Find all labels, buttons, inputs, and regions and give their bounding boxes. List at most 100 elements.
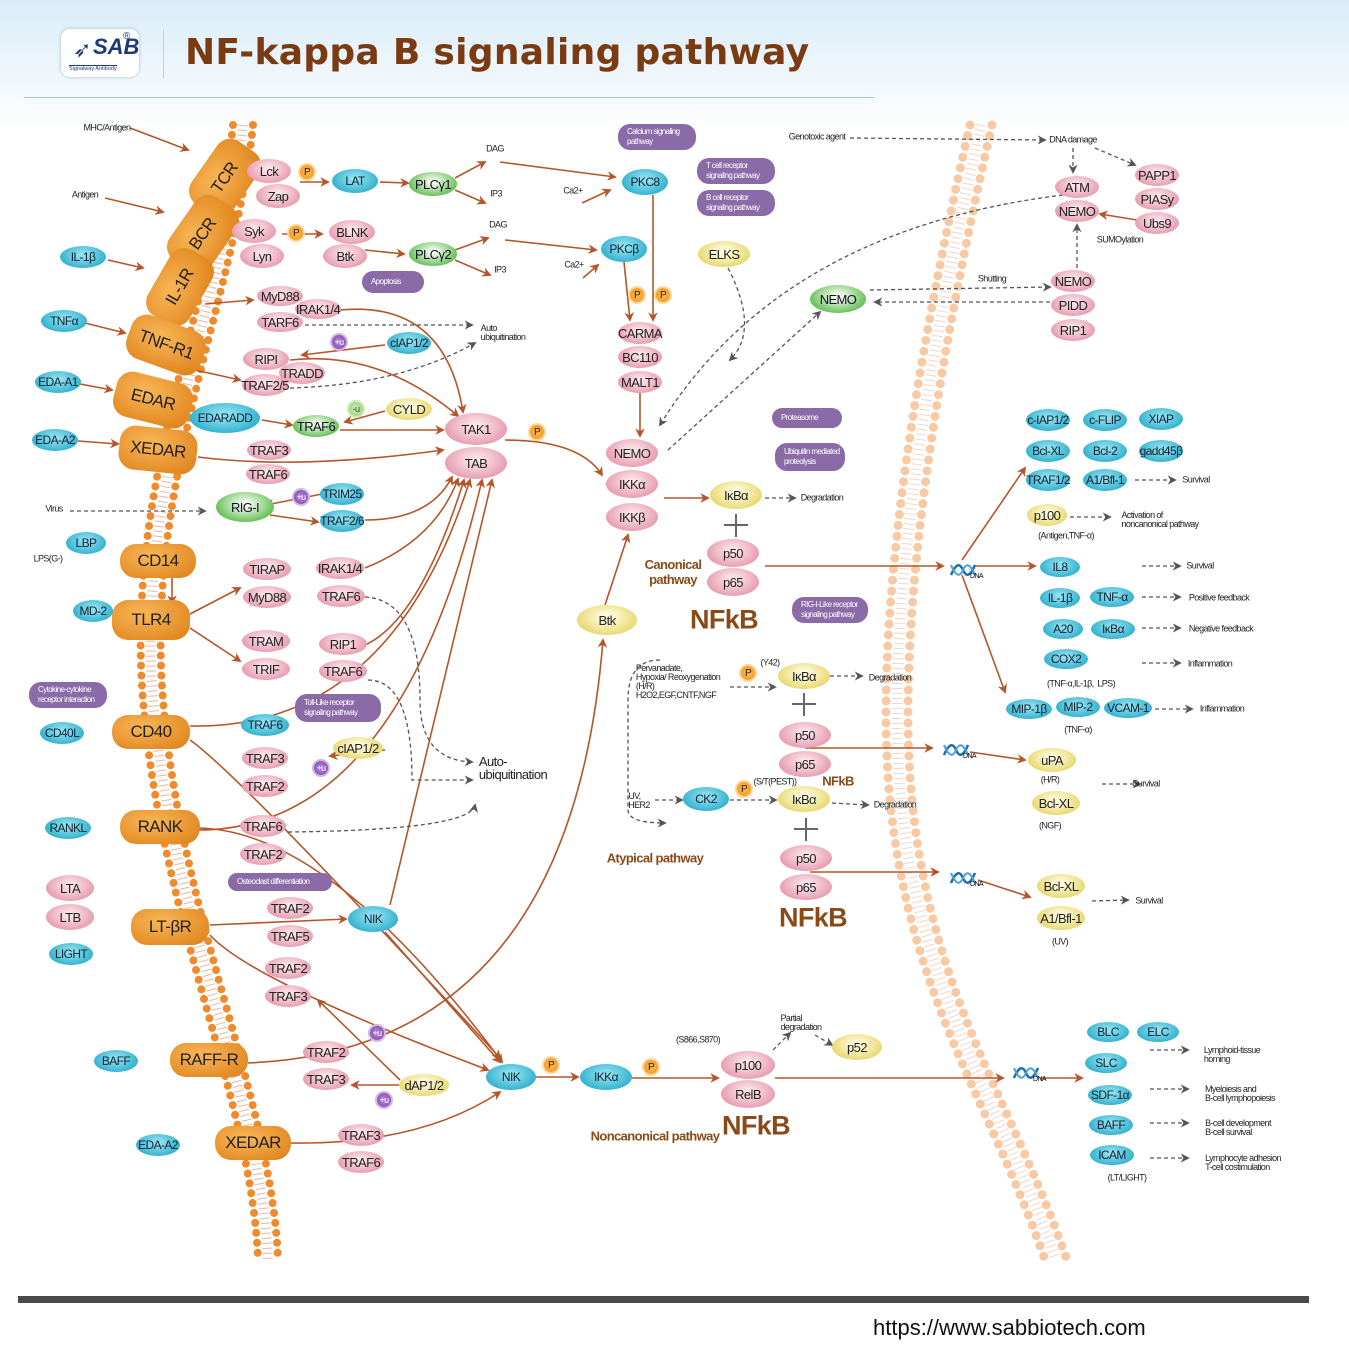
pathway-link-osteoclast[interactable]: Osteoclast differentiation bbox=[228, 873, 332, 891]
ubiquitination-icon: +u bbox=[377, 1093, 391, 1107]
receptor-cd14: CD14 bbox=[120, 544, 196, 578]
label-infl1: Inflammation bbox=[1187, 658, 1233, 669]
protein-traf3d: TRAF3 bbox=[303, 1068, 349, 1090]
label-bcelldev: B-cell development B-cell survival bbox=[1205, 1118, 1271, 1137]
protein-p50c: p50 bbox=[780, 845, 832, 871]
pathway-link-proteasome[interactable]: Proteasome bbox=[772, 408, 842, 428]
activation-arrow bbox=[343, 410, 386, 425]
indirect-arrow bbox=[727, 267, 746, 362]
protein-traf6d: TRAF6 bbox=[319, 660, 367, 682]
phosphorylation-icon: P bbox=[644, 1060, 658, 1074]
protein-cyld: CYLD bbox=[386, 398, 432, 420]
label-stpest: (S/T(PEST)) bbox=[753, 776, 798, 787]
activation-arrow bbox=[104, 197, 165, 215]
activation-arrow bbox=[129, 127, 190, 152]
pathway-link-cytokine[interactable]: Cytokine-cytokine receptor interaction bbox=[29, 682, 107, 708]
ligand-il1b: IL-1β bbox=[60, 246, 106, 268]
footer-url[interactable]: https://www.sabbiotech.com bbox=[873, 1315, 1146, 1340]
receptor-raffr: RAFF-R bbox=[170, 1043, 248, 1077]
protein-btk2: Btk bbox=[577, 605, 637, 635]
target-gene-gadd45b: gadd45β bbox=[1139, 440, 1183, 462]
indirect-arrow bbox=[364, 596, 474, 767]
protein-pkc8: PKC8 bbox=[622, 169, 668, 195]
protein-traf6b: TRAF6 bbox=[246, 464, 290, 484]
indirect-arrow bbox=[667, 310, 822, 451]
footer-bar bbox=[18, 1296, 1309, 1303]
protein-bc110: BC110 bbox=[618, 346, 662, 368]
activation-arrow bbox=[261, 419, 294, 429]
target-gene-ciap12: c-IAP1/2 bbox=[1026, 409, 1070, 431]
ligand-lbp: LBP bbox=[66, 532, 106, 554]
protein-p65b: p65 bbox=[779, 751, 831, 777]
target-gene-icam: ICAM bbox=[1090, 1145, 1134, 1165]
label-partial: Partial degradation bbox=[780, 1013, 823, 1032]
indirect-arrow bbox=[831, 800, 870, 810]
activation-arrow bbox=[269, 514, 320, 526]
protein-p50: p50 bbox=[707, 539, 759, 567]
label-myelo: Myeloiesis and B-cell lymphopoiesis bbox=[1204, 1084, 1276, 1103]
activation-arrow bbox=[454, 161, 487, 179]
pathway-link-tcr[interactable]: T cell receptor signaling pathway bbox=[697, 158, 775, 184]
logo-text: SAB bbox=[93, 34, 140, 59]
activation-arrow bbox=[454, 236, 490, 251]
nuclear-membrane bbox=[881, 120, 1072, 1265]
indirect-arrow bbox=[814, 1034, 834, 1046]
label-y42: (Y42) bbox=[760, 657, 780, 668]
protein-nemo-s: NEMO bbox=[1051, 270, 1095, 292]
ligand-lps: LPS(G-) bbox=[33, 553, 63, 564]
protein-ikkb: IKKβ bbox=[606, 503, 658, 531]
ligand-ltb: LTB bbox=[46, 904, 94, 930]
pathway-link-ubiquitin[interactable]: Ubiquitin mediated proteolysis bbox=[775, 443, 845, 471]
receptor-rank: RANK bbox=[120, 810, 200, 844]
target-gene-xiap: XIAP bbox=[1139, 408, 1183, 430]
protein-traf2d: TRAF2 bbox=[265, 957, 311, 979]
protein-blnk: BLNK bbox=[329, 220, 375, 244]
activation-arrow bbox=[339, 308, 467, 414]
protein-myd88: MyD88 bbox=[257, 286, 303, 306]
activation-arrow bbox=[977, 879, 1032, 900]
label-shutting: Shutting bbox=[977, 273, 1007, 284]
protein-tradd: TRADD bbox=[279, 362, 325, 384]
activation-arrow bbox=[194, 369, 242, 384]
target-gene-tnfa: TNF-α bbox=[1090, 587, 1134, 607]
receptor-xedar: XEDAR bbox=[116, 424, 200, 476]
ligand-edaa2: EDA-A2 bbox=[32, 429, 78, 451]
target-gene-bclxl2: Bcl-XL bbox=[1032, 791, 1080, 815]
pathway-link-toll[interactable]: Toll-Like receptor signaling pathway bbox=[295, 694, 381, 722]
activation-arrow bbox=[389, 478, 495, 906]
activation-arrow bbox=[364, 477, 460, 569]
ligand-light: LIGHT bbox=[49, 943, 93, 965]
protein-traf2c: TRAF2 bbox=[267, 897, 313, 919]
label-sumo: SUMOylation bbox=[1096, 234, 1144, 245]
protein-traf5: TRAF5 bbox=[267, 925, 313, 947]
pathway-link-bcr[interactable]: B cell receptor signaling pathway bbox=[697, 190, 775, 216]
dna-label: DNA bbox=[1033, 1076, 1047, 1083]
protein-btk: Btk bbox=[323, 244, 367, 268]
target-gene-traf12: TRAF1/2 bbox=[1026, 469, 1071, 491]
pathway-link-rigi[interactable]: RIG-I-Like receptor signaling pathway bbox=[792, 597, 868, 623]
protein-ikba-y: IκBα bbox=[778, 663, 830, 689]
label-surv1: Survival bbox=[1182, 474, 1210, 485]
receptor-cd40: CD40 bbox=[112, 715, 190, 749]
activation-arrow bbox=[189, 587, 242, 615]
label-degr2: Degradation bbox=[868, 672, 912, 683]
protein-plcg1: PLCγ1 bbox=[409, 172, 457, 196]
target-gene-cflip: c-FLIP bbox=[1083, 409, 1127, 431]
protein-traf2b: TRAF2 bbox=[240, 843, 286, 865]
indirect-arrow bbox=[659, 194, 1064, 427]
indirect-arrow bbox=[287, 803, 479, 833]
deubiquitination-icon: -u bbox=[349, 402, 363, 416]
target-gene-p100: p100 bbox=[1027, 504, 1067, 526]
protein-traf3c: TRAF3 bbox=[265, 985, 311, 1007]
label-antigen-tnf: (Antigen,TNF-α) bbox=[1038, 530, 1094, 541]
protein-traf6g: TRAF6 bbox=[338, 1151, 384, 1173]
activation-arrow bbox=[189, 627, 242, 663]
protein-pkcb: PKCβ bbox=[601, 236, 647, 262]
protein-traf3e: TRAF3 bbox=[338, 1124, 384, 1146]
pathway-link-calcium[interactable]: Calcium signaling pathway bbox=[618, 124, 696, 150]
protein-relb: RelB bbox=[721, 1080, 775, 1108]
phosphorylation-icon: P bbox=[530, 425, 544, 439]
pathway-link-apoptosis[interactable]: Apoptosis bbox=[362, 271, 424, 293]
label-pervan: Pervanadate, Hypoxia/ Reoxygenation (H/R… bbox=[635, 663, 721, 700]
protein-rip1: RIP1 bbox=[319, 633, 367, 655]
